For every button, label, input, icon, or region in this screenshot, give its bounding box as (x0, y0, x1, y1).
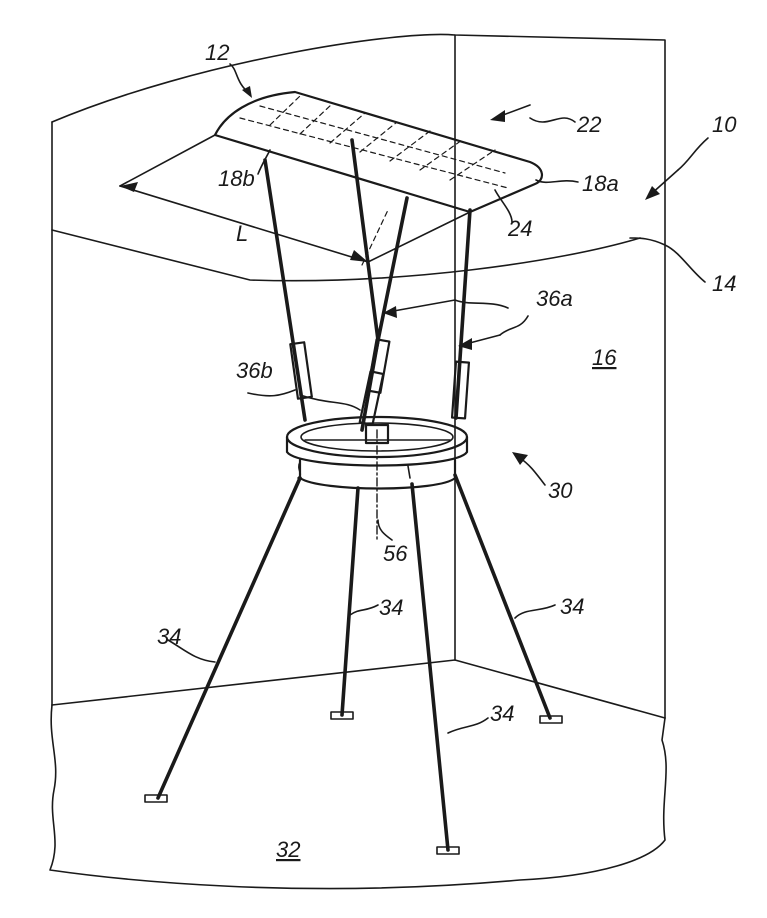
label-16: 16 (592, 345, 617, 370)
leader-line (350, 605, 378, 615)
leader-line (536, 180, 578, 182)
label-12: 12 (205, 40, 229, 65)
leader-line (530, 118, 575, 122)
airfoil-wing (120, 92, 542, 262)
label-14: 14 (712, 271, 736, 296)
label-34-right: 34 (560, 594, 584, 619)
label-34-front: 34 (490, 701, 514, 726)
label-36a: 36a (536, 286, 573, 311)
leader-line (300, 395, 360, 410)
label-36b: 36b (236, 358, 273, 383)
dimension-line (120, 135, 215, 186)
airfoil-dashed-line (260, 106, 505, 173)
support-leg (455, 475, 550, 718)
label-22: 22 (576, 112, 601, 137)
label-24: 24 (507, 216, 532, 241)
support-leg (412, 484, 448, 850)
leader-line (520, 458, 545, 485)
leader-lines (168, 64, 708, 733)
label-18a: 18a (582, 171, 619, 196)
leader-line (678, 138, 708, 170)
arrowhead (490, 110, 505, 122)
support-leg (342, 488, 358, 715)
reference-labels: 12 22 10 18b 18a 24 L 14 36a 16 36b 30 5… (157, 40, 737, 862)
leg-foot-pad (145, 795, 167, 802)
leader-line (408, 466, 410, 478)
floor-back-edge (52, 660, 665, 718)
floor-surface (50, 660, 666, 889)
leader-line (448, 718, 488, 733)
label-34-left: 34 (157, 624, 181, 649)
platform-base (287, 417, 467, 540)
label-34-center: 34 (379, 595, 403, 620)
label-32: 32 (276, 837, 300, 862)
label-18b: 18b (218, 166, 255, 191)
leader-line (630, 238, 705, 282)
airfoil-dashed-line (240, 118, 508, 188)
label-L: L (236, 221, 248, 246)
floor-outline (50, 705, 666, 889)
actuators (290, 339, 469, 425)
label-10: 10 (712, 112, 737, 137)
leader-line (248, 390, 295, 396)
leader-line (500, 316, 528, 335)
leader-line (515, 605, 555, 618)
label-30: 30 (548, 478, 573, 503)
airfoil-outline (215, 92, 542, 212)
label-56: 56 (383, 541, 408, 566)
leader-line (378, 520, 392, 540)
support-legs (145, 475, 562, 854)
